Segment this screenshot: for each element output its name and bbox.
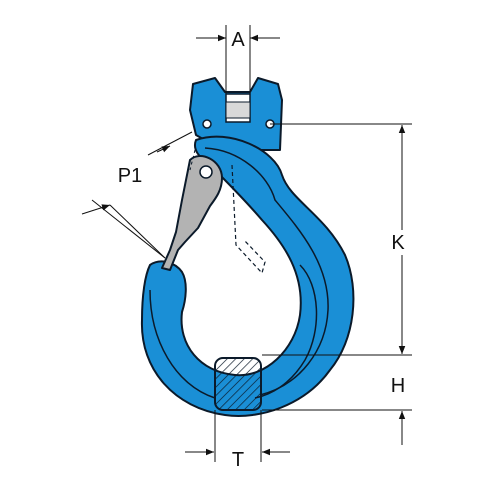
label-t: T <box>232 449 244 471</box>
hook-shank <box>140 135 355 417</box>
latch-pivot <box>199 165 213 179</box>
label-k: K <box>391 232 405 254</box>
pin-hole-left <box>202 119 212 129</box>
dimension-p1: P1 <box>81 131 193 259</box>
hook-cross-section <box>214 357 262 411</box>
hook-body <box>140 77 355 417</box>
dimension-t: T <box>185 410 290 471</box>
contour-inner <box>254 264 318 399</box>
contour-left <box>149 289 216 399</box>
label-p1: P1 <box>118 165 142 187</box>
safety-latch <box>161 149 223 271</box>
dimension-a: A <box>196 25 280 94</box>
label-h: H <box>391 375 405 397</box>
dimension-k: K <box>262 123 412 356</box>
dimension-h: H <box>262 330 412 445</box>
label-a: A <box>231 29 245 51</box>
contour-outer <box>204 147 329 396</box>
clevis-pin <box>225 101 251 119</box>
